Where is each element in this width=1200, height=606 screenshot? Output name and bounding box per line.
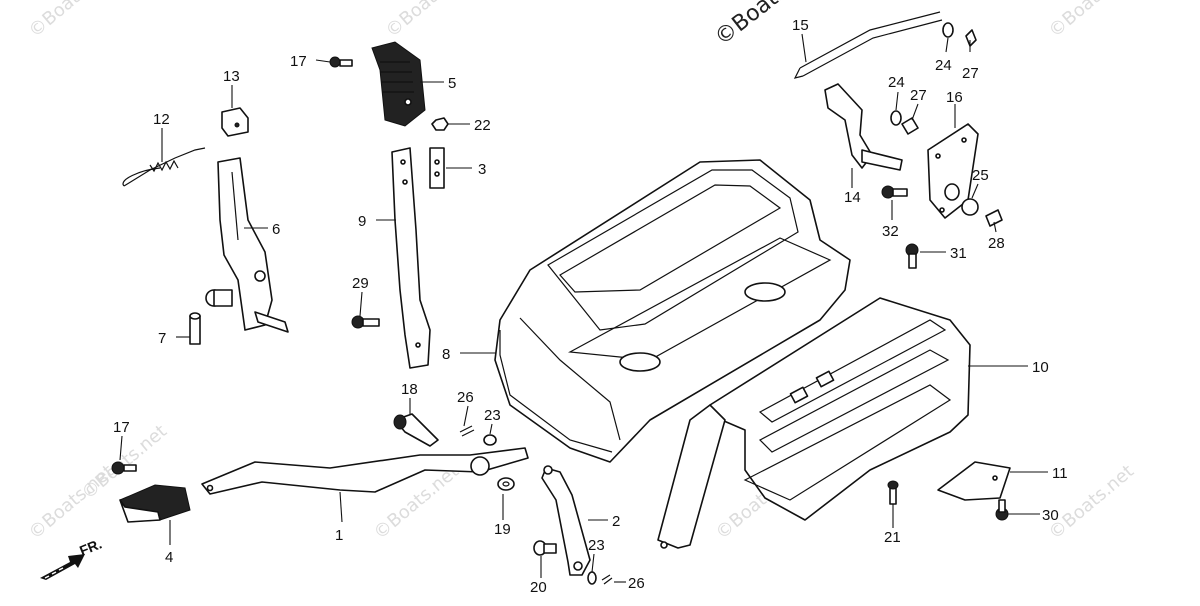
part-29-bolt xyxy=(351,315,380,329)
part-6-lever-bracket xyxy=(217,157,289,333)
part-23-washer-lower xyxy=(587,571,597,585)
part-18-bolt xyxy=(393,413,439,447)
part-24-washer-top xyxy=(942,22,954,38)
brand-logo: ©Boats xyxy=(710,0,792,51)
part-11-bracket xyxy=(937,461,1011,501)
callout-25: 25 xyxy=(972,167,989,184)
part-3-plate xyxy=(429,147,445,189)
callout-28: 28 xyxy=(988,235,1005,252)
part-32-bolt xyxy=(881,185,908,199)
part-26-cotter-pin-upper xyxy=(459,425,475,437)
part-17-bolt-upper xyxy=(329,56,353,68)
part-27-pin-top xyxy=(965,29,977,47)
callout-19: 19 xyxy=(494,521,511,538)
part-2-link-bracket xyxy=(541,465,591,576)
callout-23-lower: 23 xyxy=(588,537,605,554)
callout-24-middle: 24 xyxy=(888,74,905,91)
direction-label-fr: FR. xyxy=(77,535,104,558)
part-14-arm-bracket xyxy=(824,83,903,171)
part-31-bolt xyxy=(905,243,919,269)
callout-27-middle: 27 xyxy=(910,87,927,104)
callout-22: 22 xyxy=(474,117,491,134)
part-4-knob xyxy=(119,484,191,523)
callout-12: 12 xyxy=(153,111,170,128)
callout-26-upper: 26 xyxy=(457,389,474,406)
part-22-nut xyxy=(431,117,449,131)
callout-29: 29 xyxy=(352,275,369,292)
callout-8: 8 xyxy=(442,346,450,363)
callout-18: 18 xyxy=(401,381,418,398)
part-26-cotter-pin-lower xyxy=(601,574,613,585)
leader-lines xyxy=(119,33,1048,583)
callout-16: 16 xyxy=(946,89,963,106)
part-6-collar xyxy=(205,289,233,307)
callout-10: 10 xyxy=(1032,359,1049,376)
part-27-pin-middle xyxy=(901,117,919,135)
part-24-washer-middle xyxy=(890,110,902,126)
callout-15: 15 xyxy=(792,17,809,34)
part-10-tray xyxy=(657,297,971,549)
callout-2: 2 xyxy=(612,513,620,530)
part-13-cap xyxy=(221,107,249,137)
part-20-pin xyxy=(533,540,557,556)
part-9-strap xyxy=(391,147,431,369)
front-direction-arrow: FR. xyxy=(40,535,104,580)
callout-21: 21 xyxy=(884,529,901,546)
callout-1: 1 xyxy=(335,527,343,544)
watermark-top-middle: ©Boats.net xyxy=(382,0,475,42)
callout-23-upper: 23 xyxy=(484,407,501,424)
part-19-washer xyxy=(497,477,515,491)
callout-4: 4 xyxy=(165,549,173,566)
callout-11: 11 xyxy=(1052,465,1068,482)
part-21-bolt xyxy=(887,480,899,505)
part-12-spring xyxy=(122,147,206,187)
callout-6: 6 xyxy=(272,221,280,238)
callout-27-top: 27 xyxy=(962,65,979,82)
callout-20: 20 xyxy=(530,579,547,596)
callout-14: 14 xyxy=(844,189,861,206)
callout-13: 13 xyxy=(223,68,240,85)
watermark-top-left: ©Boats.net xyxy=(25,0,118,42)
callout-3: 3 xyxy=(478,161,486,178)
part-30-bolt xyxy=(995,499,1009,521)
part-15-rod xyxy=(793,11,943,79)
callout-9: 9 xyxy=(358,213,366,230)
part-17-bolt-lower xyxy=(111,461,137,475)
callout-labels: 1 2 3 4 5 6 7 8 9 10 11 12 13 14 15 16 1… xyxy=(113,17,1068,596)
part-25-washer xyxy=(961,198,979,216)
part-28-pin xyxy=(985,209,1003,227)
callout-26-lower: 26 xyxy=(628,575,645,592)
callout-30: 30 xyxy=(1042,507,1059,524)
callout-32: 32 xyxy=(882,223,899,240)
callout-24-top: 24 xyxy=(935,57,952,74)
part-23-washer-upper xyxy=(483,434,497,446)
part-7-pin xyxy=(189,312,201,345)
watermark-top-right: ©Boats.net xyxy=(1045,0,1138,42)
callout-17-upper: 17 xyxy=(290,53,307,70)
part-5-knob xyxy=(371,41,426,127)
part-1-lever-arm xyxy=(201,447,529,495)
callout-31: 31 xyxy=(950,245,967,262)
part-8-cover xyxy=(494,159,851,463)
callout-17-lower: 17 xyxy=(113,419,130,436)
callout-7: 7 xyxy=(158,330,166,347)
callout-5: 5 xyxy=(448,75,456,92)
